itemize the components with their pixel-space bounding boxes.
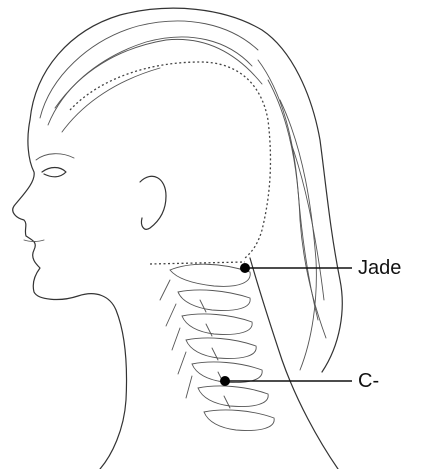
face-profile <box>13 120 127 469</box>
c-point-marker <box>220 376 230 386</box>
skull-base-line <box>150 262 245 264</box>
jade-point-marker <box>240 263 250 273</box>
neck-back <box>250 258 338 469</box>
eye <box>42 168 66 177</box>
brow <box>36 154 74 160</box>
hair-outline <box>30 8 342 372</box>
skull-outline <box>70 62 270 258</box>
ear <box>140 176 166 229</box>
mouth <box>24 240 44 242</box>
c-label: C- <box>358 371 379 391</box>
jade-label: Jade <box>358 258 401 278</box>
cervical-spine <box>160 264 274 430</box>
